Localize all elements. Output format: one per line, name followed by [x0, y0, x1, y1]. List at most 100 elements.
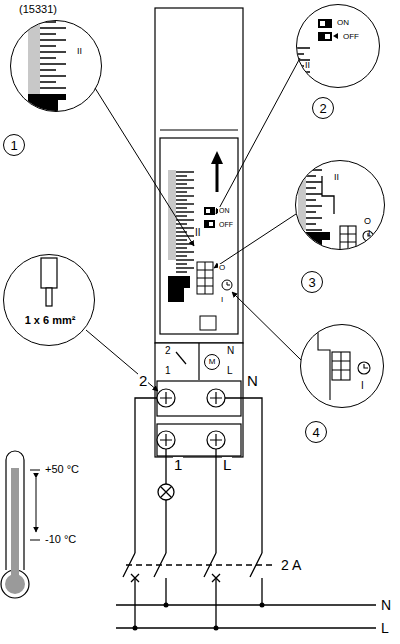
lamp	[158, 484, 174, 500]
callout-number: 3	[301, 271, 323, 293]
clock-symbol	[222, 280, 232, 290]
scale-tick	[176, 179, 194, 180]
scale-tick	[176, 191, 187, 192]
scale-tick	[40, 75, 66, 77]
junction-dots	[133, 603, 265, 631]
scale-tick	[40, 21, 56, 23]
terminal-screws	[157, 389, 225, 449]
callout-number: 1	[3, 134, 25, 156]
scale-tick	[40, 45, 56, 47]
detail-circle: (15331)II	[10, 20, 102, 112]
leader-lines	[86, 58, 301, 391]
temperature-limit: -10 °C	[44, 534, 77, 545]
scale-tick	[306, 217, 322, 219]
breaker-rating: 2 A	[280, 558, 302, 572]
scale-tick	[306, 175, 316, 177]
mode-label: I	[220, 296, 224, 304]
terminal-number: 2	[138, 373, 148, 388]
scale-tick	[176, 203, 194, 204]
scale-tick	[296, 77, 304, 78]
on-switch	[204, 207, 215, 215]
scale-tick	[176, 187, 194, 188]
scale-tick	[306, 199, 316, 201]
detail-label: 1 x 6 mm²	[25, 315, 76, 326]
scale-tick	[176, 239, 187, 240]
scale-tick	[176, 175, 187, 176]
scale-tick	[176, 183, 187, 184]
scale-tick	[296, 47, 310, 48]
scale-tick	[306, 163, 316, 165]
scale-tick	[176, 267, 194, 268]
terminal-label: L	[226, 366, 234, 376]
device-window	[160, 138, 238, 334]
bus-label: L	[380, 621, 390, 635]
scale-tick	[306, 181, 322, 183]
scale-tick	[176, 247, 187, 248]
scale-tick	[176, 223, 187, 224]
callout-number: 2	[312, 97, 334, 119]
detail-auto	[318, 328, 370, 400]
scale-tick	[176, 243, 194, 244]
switch-label: ON	[218, 207, 231, 214]
wiring	[116, 398, 376, 628]
detail-label: I	[368, 229, 371, 238]
detail-wire	[41, 258, 57, 306]
scale-tick	[176, 227, 194, 228]
scale-mark: II	[194, 228, 202, 238]
detail-switch	[296, 19, 338, 84]
scale-tick	[40, 51, 66, 53]
terminal-block	[155, 343, 243, 457]
terminal-number: N	[246, 373, 259, 388]
detail-label: II	[77, 47, 82, 56]
mode-label: O	[218, 264, 226, 272]
dial-black-segment	[168, 276, 190, 302]
scale-tick	[296, 83, 310, 84]
scale-tick	[40, 81, 56, 83]
scale-tick	[176, 207, 187, 208]
callout-number: M	[209, 358, 216, 366]
detail-label: OFF	[343, 33, 359, 41]
callout-number: 4	[305, 421, 327, 443]
housing-edge	[160, 129, 238, 130]
override-slider	[197, 262, 213, 294]
scale-tick	[176, 195, 194, 196]
scale-tick	[296, 65, 304, 66]
device-housing	[155, 8, 243, 343]
scale-tick	[306, 157, 322, 159]
scale-tick	[306, 211, 316, 213]
reset-button	[200, 316, 216, 330]
detail-circle: I	[300, 324, 384, 408]
direction-arrow-head	[211, 151, 223, 164]
callout-number: 4	[312, 426, 319, 439]
detail-dial	[28, 16, 66, 120]
scale-tick	[176, 171, 194, 172]
detail-label: I	[361, 381, 364, 391]
detail-circle: ON OFF II	[296, 4, 380, 88]
detail-label: ON	[337, 19, 349, 27]
scale-tick	[306, 169, 322, 171]
detail-label: II	[334, 173, 339, 182]
terminal-label: 1	[164, 366, 172, 376]
scale-tick	[40, 15, 66, 17]
neutral-bus	[116, 604, 376, 606]
off-switch	[204, 220, 215, 228]
bus-label: N	[380, 598, 392, 612]
callout-number: 2	[319, 102, 326, 115]
callout-number: 3	[308, 276, 315, 289]
scale-tick	[306, 223, 316, 225]
scale-tick	[176, 263, 187, 264]
scale-tick	[176, 271, 187, 272]
terminal-number: L	[222, 457, 232, 472]
scale-tick	[40, 57, 56, 59]
scale-tick	[40, 39, 66, 41]
scale-tick	[176, 259, 194, 260]
detail-label: II	[305, 61, 310, 70]
breaker-trip-mark	[131, 574, 220, 582]
scale-tick	[176, 215, 187, 216]
switch-slot	[209, 222, 213, 226]
terminal-number: 1	[173, 457, 183, 472]
detail-circle: 1 x 6 mm²	[3, 254, 95, 346]
contact-symbol	[176, 352, 186, 364]
switch-slot	[206, 209, 210, 213]
scale-tick	[176, 211, 194, 212]
